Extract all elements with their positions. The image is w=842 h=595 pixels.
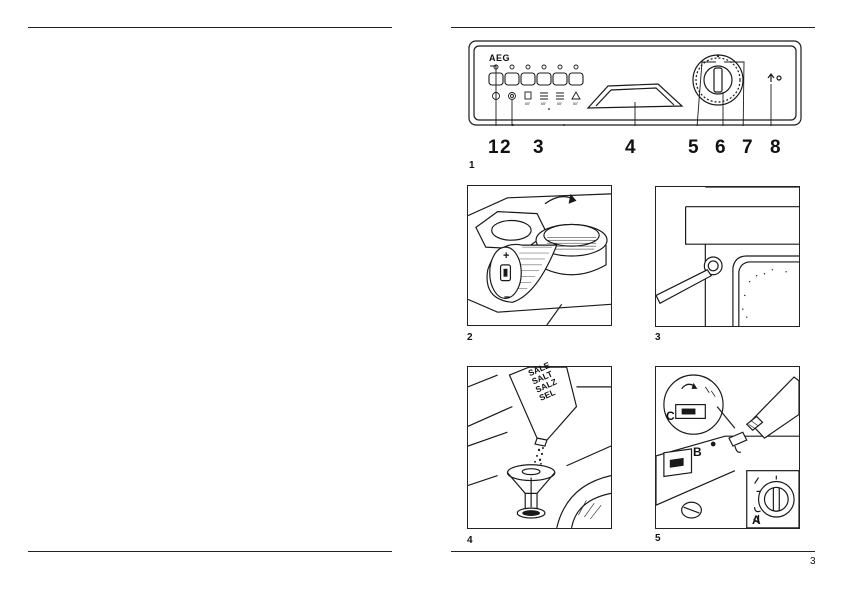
figure-5-label: 5	[655, 533, 661, 544]
program-buttons	[488, 72, 584, 86]
svg-text:55°: 55°	[557, 102, 563, 106]
figure-4-salt-funnel	[467, 366, 612, 529]
page-number: 3	[810, 556, 816, 567]
callout-1: 1	[488, 137, 500, 158]
right-top-rule	[451, 27, 815, 28]
letter-b: B	[693, 445, 702, 459]
callout-8: 8	[770, 137, 782, 158]
callout-7: 7	[742, 137, 754, 158]
right-bottom-rule	[451, 551, 815, 552]
left-bottom-rule	[28, 551, 392, 552]
callout-5: 5	[688, 137, 700, 158]
callout-3: 3	[533, 137, 545, 158]
callout-6: 6	[715, 137, 727, 158]
indicator-lamps	[493, 64, 579, 70]
svg-text:65°: 65°	[525, 102, 531, 106]
figure-3-screwdriver	[655, 186, 800, 327]
figure-2-label: 2	[467, 332, 473, 343]
callout-2: 2	[500, 137, 512, 158]
brand-logo: AEG	[489, 53, 511, 63]
dial-minus: –	[504, 291, 511, 303]
letter-c: C	[666, 409, 675, 423]
svg-text:50°: 50°	[573, 102, 579, 106]
figure-4-label: 4	[467, 535, 473, 546]
figure-2-salt-cap	[467, 185, 612, 326]
figure-5-rinse-aid	[655, 366, 800, 529]
left-top-rule	[28, 27, 392, 28]
figure-3-label: 3	[655, 332, 661, 343]
control-panel-figure: 65° 65° 55° 50°	[468, 40, 802, 141]
program-dial	[692, 54, 744, 106]
letter-a: A	[752, 513, 761, 527]
callout-4: 4	[625, 137, 637, 158]
svg-text:65°: 65°	[541, 102, 547, 106]
dial-plus: +	[503, 250, 510, 262]
figure-1-label: 1	[469, 160, 475, 171]
